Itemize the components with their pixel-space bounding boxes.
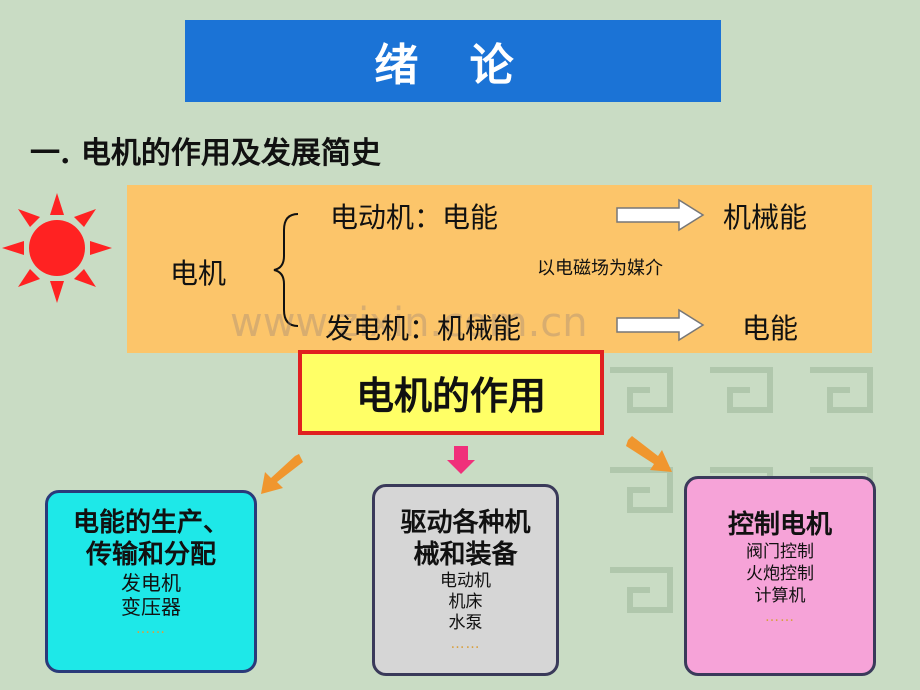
role-box: 电机的作用 bbox=[298, 350, 604, 435]
card-item: 发电机 bbox=[121, 571, 181, 595]
card-power-generation: 电能的生产、 传输和分配 发电机 变压器 …… bbox=[45, 490, 257, 673]
sun-icon bbox=[2, 193, 112, 303]
definition-panel bbox=[127, 185, 872, 353]
card-item: 变压器 bbox=[121, 595, 181, 619]
card-item: 水泵 bbox=[448, 613, 483, 633]
watermark: www.zixin.com.cn bbox=[230, 300, 588, 346]
motor-line-right: 机械能 bbox=[723, 201, 808, 234]
machine-label: 电机 bbox=[170, 257, 227, 290]
card-ellipsis: …… bbox=[450, 636, 481, 652]
card-drive-machinery: 驱动各种机 械和装备 电动机 机床 水泵 …… bbox=[372, 484, 559, 676]
card-control-motor: 控制电机 阀门控制 火炮控制 计算机 …… bbox=[684, 476, 876, 676]
card-item: 机床 bbox=[448, 592, 483, 612]
card-ellipsis: …… bbox=[136, 621, 166, 637]
generator-line-right: 电能 bbox=[742, 312, 799, 345]
card-heading: 械和装备 bbox=[413, 540, 518, 570]
card-item: 阀门控制 bbox=[746, 542, 814, 562]
slide-title: 绪 论 bbox=[185, 20, 721, 102]
generator-line-left: 发电机：机械能 bbox=[325, 312, 522, 345]
card-ellipsis: …… bbox=[765, 609, 795, 625]
medium-note: 以电磁场为媒介 bbox=[537, 258, 663, 279]
card-item: 计算机 bbox=[754, 586, 806, 606]
motor-line-left: 电动机：电能 bbox=[330, 201, 499, 234]
card-heading: 控制电机 bbox=[727, 510, 832, 540]
card-heading: 传输和分配 bbox=[85, 540, 216, 570]
right-arrow-icon bbox=[616, 198, 705, 232]
down-right-arrow-icon bbox=[626, 436, 672, 472]
card-item: 火炮控制 bbox=[746, 564, 814, 584]
section-heading: 一. 电机的作用及发展简史 bbox=[30, 136, 381, 171]
right-arrow-icon bbox=[616, 308, 705, 342]
card-item: 电动机 bbox=[440, 571, 491, 591]
left-brace-icon bbox=[273, 213, 299, 327]
card-heading: 驱动各种机 bbox=[400, 508, 531, 538]
down-arrow-icon bbox=[447, 446, 475, 474]
down-left-arrow-icon bbox=[261, 454, 303, 494]
card-heading: 电能的生产、 bbox=[72, 508, 229, 538]
